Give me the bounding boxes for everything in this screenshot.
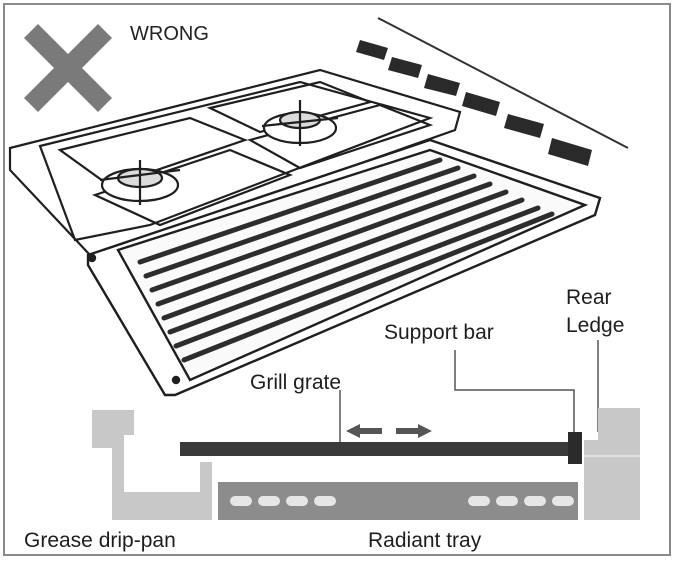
grill-grate-bars — [137, 157, 555, 363]
radiant-tray-slots — [230, 496, 574, 506]
rear-ledge-label-line2: Ledge — [566, 314, 625, 337]
grill-grate-label: Grill grate — [250, 371, 342, 394]
rear-vents — [356, 17, 629, 166]
slide-arrows-icon — [346, 424, 432, 438]
pointer-lines — [339, 340, 599, 442]
radiant-tray-label: Radiant tray — [368, 529, 482, 552]
x-mark-icon — [24, 24, 112, 112]
support-bar-shape — [568, 432, 582, 464]
grease-drip-pan-label: Grease drip-pan — [24, 529, 176, 552]
rear-ledge-label-line1: Rear — [566, 286, 612, 309]
rear-ledge-shape — [584, 408, 640, 520]
grease-drip-pan-shape — [92, 410, 212, 520]
cross-section — [92, 408, 640, 520]
cooktop — [8, 68, 462, 257]
support-bar-label: Support bar — [384, 321, 494, 344]
status-label: WRONG — [130, 23, 209, 45]
grill-grate-shape — [180, 442, 580, 456]
